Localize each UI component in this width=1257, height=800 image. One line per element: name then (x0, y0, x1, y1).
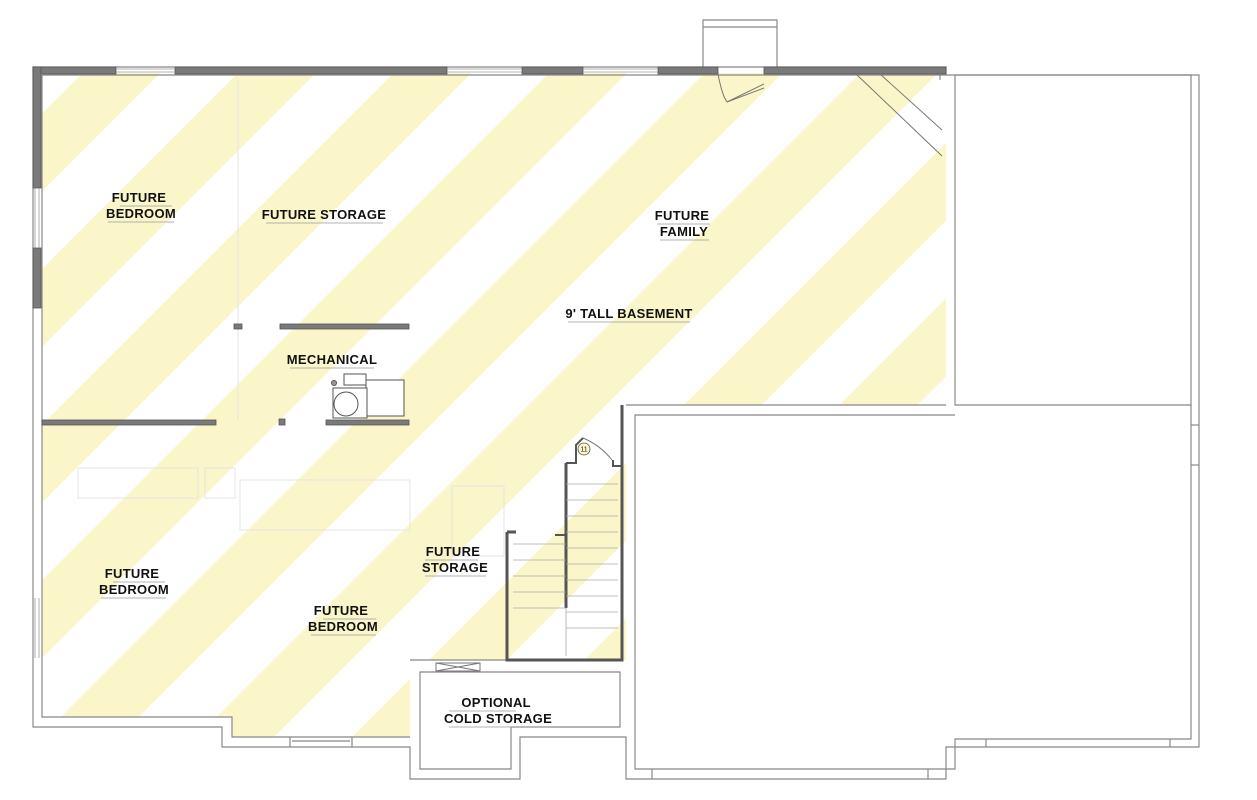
room-label-future-bedroom-nw: FUTURE BEDROOM (106, 190, 176, 221)
exterior-walls (32, 66, 1200, 780)
room-label-future-family: FUTURE FAMILY (655, 208, 713, 239)
ghost-linework (77, 80, 505, 557)
windows (34, 68, 658, 658)
label-line: FUTURE (112, 190, 167, 205)
window-well (702, 19, 778, 67)
mechanical-equipment (331, 373, 405, 419)
label-line: FUTURE (655, 208, 710, 223)
label-line: FUTURE (426, 544, 481, 559)
label-line: STORAGE (422, 560, 488, 575)
label-underlines (101, 205, 710, 728)
corner-detail (855, 73, 943, 157)
room-label-future-storage-s: FUTURE STORAGE (422, 544, 488, 575)
room-label-mechanical: MECHANICAL (287, 352, 377, 367)
label-line: BEDROOM (308, 619, 378, 634)
stair-count-badge: 11 (577, 442, 591, 456)
label-line: MECHANICAL (287, 352, 377, 367)
label-line: FUTURE (314, 603, 369, 618)
label-line: OPTIONAL (461, 695, 530, 710)
label-line: BEDROOM (99, 582, 169, 597)
label-line: FUTURE STORAGE (262, 207, 387, 222)
room-labels: FUTURE BEDROOM FUTURE STORAGE FUTURE FAM… (99, 190, 713, 726)
vent (435, 662, 481, 672)
label-line: FUTURE (105, 566, 160, 581)
room-label-optional-cold-storage: OPTIONAL COLD STORAGE (444, 695, 552, 726)
label-line: 9' TALL BASEMENT (565, 306, 692, 321)
room-label-basement-note: 9' TALL BASEMENT (565, 306, 692, 321)
door-swing (717, 73, 765, 103)
label-line: FAMILY (660, 224, 708, 239)
label-line: COLD STORAGE (444, 711, 552, 726)
concrete-walls (32, 66, 947, 426)
stairs (505, 405, 624, 662)
stair-count-text: 11 (580, 447, 587, 454)
room-label-future-storage-n: FUTURE STORAGE (262, 207, 387, 222)
room-label-future-bedroom-sw: FUTURE BEDROOM (99, 566, 169, 597)
room-label-future-bedroom-s: FUTURE BEDROOM (308, 603, 378, 634)
label-line: BEDROOM (106, 206, 176, 221)
